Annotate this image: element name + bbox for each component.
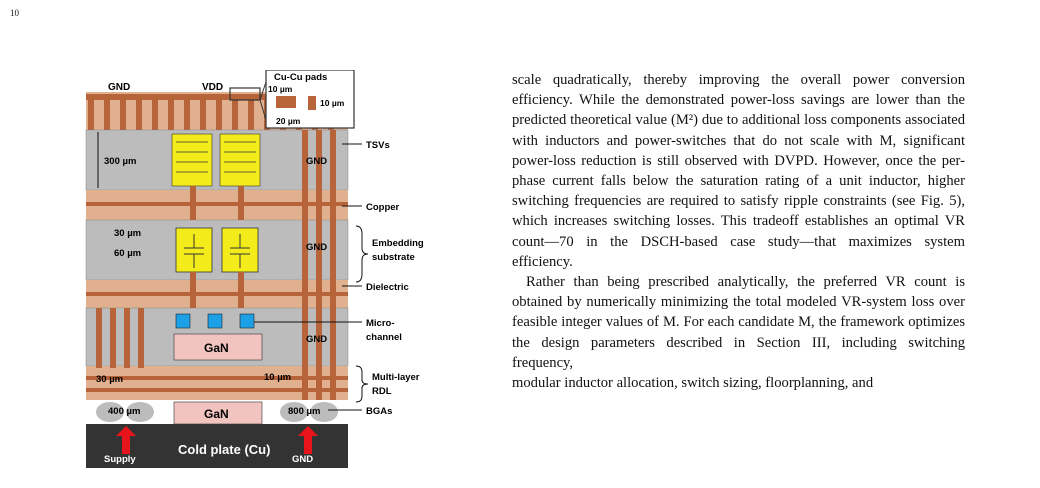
supply-arrow-icon: [116, 426, 136, 454]
label-tsvs: TSVs: [366, 140, 390, 151]
inset-title: Cu-Cu pads: [274, 72, 327, 83]
label-embedding: Embedding: [372, 238, 424, 249]
gnd-label-1: GND: [306, 156, 327, 167]
gnd-arrow-icon: [298, 426, 318, 454]
dim-10um: 10 µm: [264, 372, 291, 383]
body-text-column: scale quadratically, thereby improving t…: [512, 70, 965, 393]
inset-width3: 20 µm: [276, 116, 301, 126]
dim-30um-b: 30 µm: [96, 374, 123, 385]
label-supply: Supply: [104, 454, 136, 465]
label-substrate: substrate: [372, 252, 415, 263]
label-cold-plate: Cold plate (Cu): [178, 442, 270, 457]
dim-800um: 800 µm: [288, 406, 320, 417]
gan-die-1: [173, 333, 263, 361]
inductor-arrays: [171, 133, 261, 220]
label-copper: Copper: [366, 202, 400, 213]
label-bgas: BGAs: [366, 406, 392, 417]
package-cross-section-figure: GND VDD Cu-Cu pads 10 µm 10 µm 20 µm: [85, 70, 424, 468]
inset-pad-2: [308, 96, 316, 110]
microchannels: [175, 313, 255, 329]
label-multilayer: Multi-layer: [372, 372, 420, 383]
inset-width2: 10 µm: [320, 98, 345, 108]
dim-30um-a: 30 µm: [114, 228, 141, 239]
top-gnd-label: GND: [108, 82, 130, 93]
inset-width1: 10 µm: [268, 84, 293, 94]
tsv-columns: [86, 130, 348, 400]
paragraph-2-last-line: modular inductor allocation, switch sizi…: [512, 375, 874, 392]
vdd-pad-highlight: [229, 87, 261, 101]
gan-die-2: [173, 401, 263, 425]
bga-balls: [96, 402, 338, 422]
gan-label-2: GaN: [204, 407, 229, 421]
paragraph-2: Rather than being prescribed analyticall…: [512, 274, 965, 371]
gan-label-1: GaN: [204, 341, 229, 355]
rdl-layer: [86, 366, 348, 400]
embedded-capacitors: [175, 227, 259, 308]
inset-pad-1: [276, 96, 296, 108]
label-dielectric: Dielectric: [366, 282, 409, 293]
paragraph-1: scale quadratically, thereby improving t…: [512, 72, 965, 270]
dim-60um: 60 µm: [114, 248, 141, 259]
label-bottom-gnd: GND: [292, 454, 313, 465]
label-rdl: RDL: [372, 386, 392, 397]
page-number: 10: [10, 8, 19, 18]
dim-300um: 300 µm: [104, 156, 136, 167]
dim-400um: 400 µm: [108, 406, 140, 417]
label-micro: Micro-: [366, 318, 395, 329]
gnd-label-2: GND: [306, 242, 327, 253]
label-channel: channel: [366, 332, 402, 343]
gnd-label-3: GND: [306, 334, 327, 345]
top-vdd-label: VDD: [202, 82, 223, 93]
